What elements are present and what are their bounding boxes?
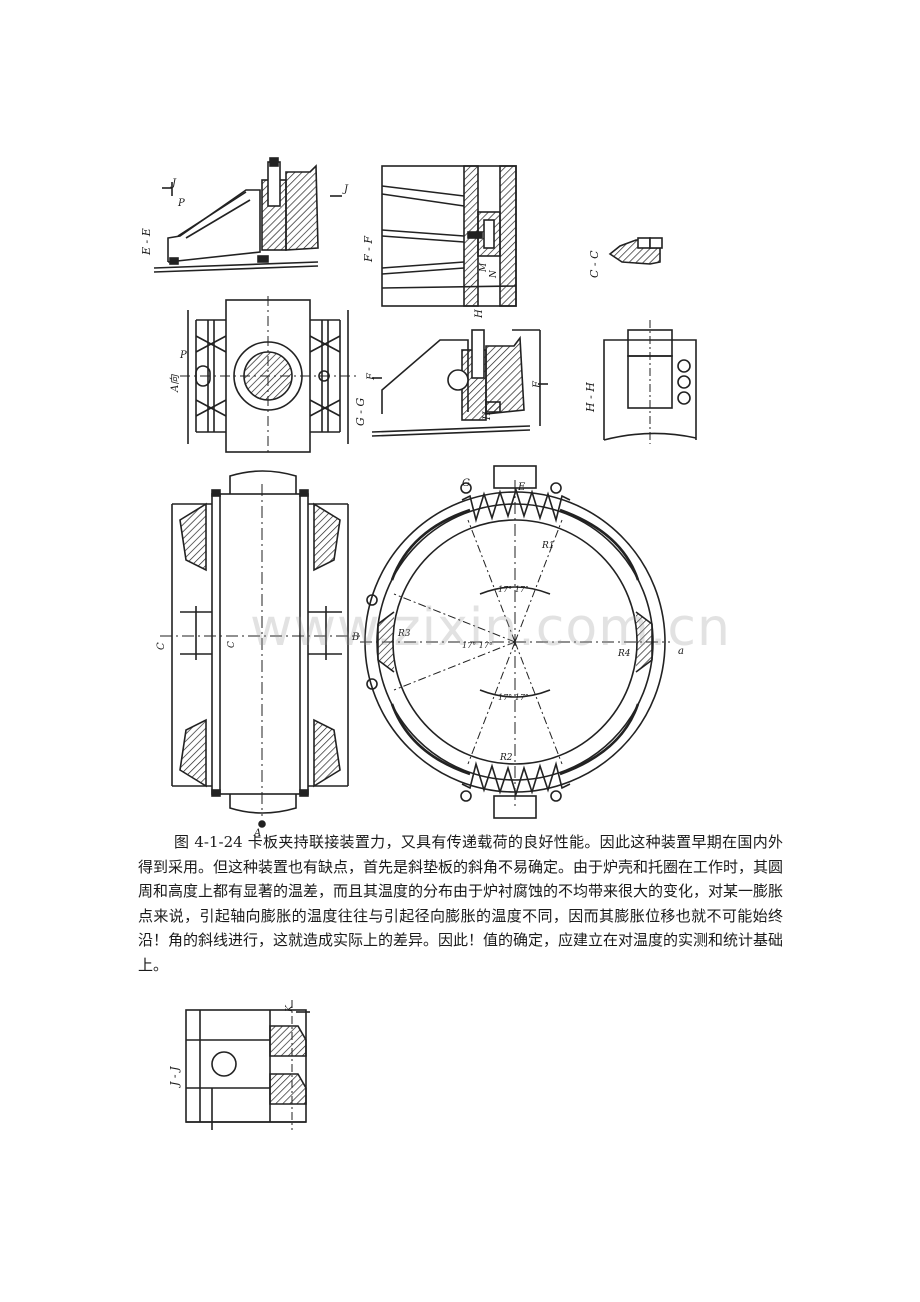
label-a-direction: A向 [169,374,181,393]
ring-view [360,465,670,819]
label-j-2: J [342,184,349,195]
label-r2: R2 [499,753,513,763]
label-jj: J - J [168,1066,181,1088]
side-view [160,470,360,828]
label-a-small: a [678,646,684,657]
label-r1: R1 [541,541,555,551]
label-f-2: F [532,380,543,389]
section-cc-view [608,237,663,265]
section-jj-view [185,1000,310,1130]
label-p-2: P [179,350,187,361]
label-ee: E - E [140,228,153,256]
label-angle-top: 17° 17° [498,585,529,594]
label-angle-mid: 17° 17° [462,641,493,650]
caption-paragraph: 图 4-1-24 卡板夹持联接装置力，又具有传递载荷的良好性能。因此这种装置早期… [138,833,784,974]
label-angle-bottom: 17° 17° [498,693,529,702]
label-h-1: H [474,309,485,319]
label-cc: C - C [588,250,601,278]
label-n: N [489,269,499,279]
label-p-1: P [177,198,185,209]
label-j-1: J [170,178,177,189]
label-k: K [285,1004,295,1013]
label-g: G [462,478,470,489]
label-gg: G - G [354,398,367,426]
label-b: B [351,632,359,643]
watermark: www.zixin.com.cn [250,598,731,658]
label-e: E [517,482,526,493]
label-r4: R4 [617,649,631,659]
label-r3: R3 [397,629,411,639]
label-a-arrow: A [253,828,261,839]
label-c-2: C [227,641,237,648]
section-ee-view [153,157,342,273]
label-h-2: H [482,411,493,421]
label-ff: F - F [362,236,375,263]
label-m: M [479,262,489,273]
section-ff-view [381,165,517,307]
label-f-1: F [366,372,377,381]
view-a-direction [180,296,356,456]
label-hh: H - H [584,382,597,413]
section-gg-view [371,329,548,437]
label-c-1: C [156,642,167,650]
section-hh-view [603,320,697,444]
